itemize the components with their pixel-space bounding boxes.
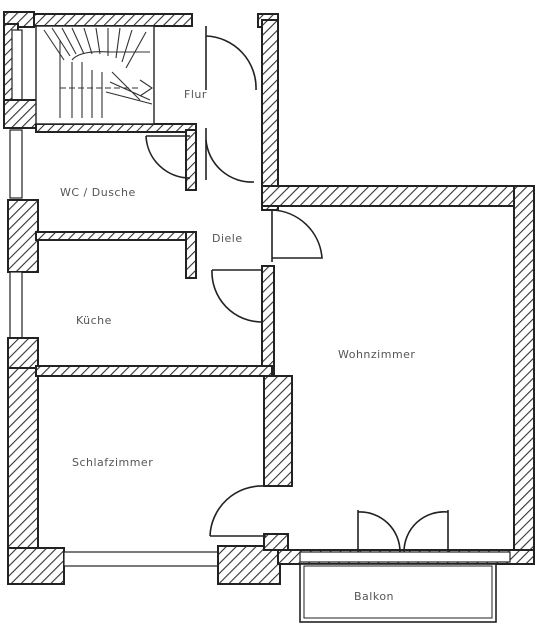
wall-wc-right <box>185 129 197 191</box>
door-entrance <box>205 26 257 91</box>
label-balkon: Balkon <box>354 590 394 603</box>
wall-kitchen-right <box>261 265 275 377</box>
window-wc <box>9 129 23 199</box>
door-living <box>271 209 323 262</box>
wall-left-low <box>7 337 39 371</box>
wall-top-stair <box>33 13 193 27</box>
label-kueche: Küche <box>76 314 112 327</box>
staircase <box>35 25 155 125</box>
label-wohnzimmer: Wohnzimmer <box>338 348 415 361</box>
balcony-outline <box>299 563 497 623</box>
wall-left-mid <box>7 199 39 273</box>
door-wc <box>145 135 191 179</box>
window-kitchen <box>9 271 23 339</box>
wall-living-right <box>513 185 535 563</box>
balcony-inner <box>303 565 493 619</box>
wall-bottom-left <box>7 547 65 585</box>
window-bedroom <box>63 551 219 567</box>
label-flur: Flur <box>184 88 207 101</box>
wall-living-top <box>261 185 533 207</box>
wall-bottom-mid <box>217 545 281 585</box>
wall-left-bedroom <box>7 367 39 565</box>
wall-living-left-low <box>263 533 289 551</box>
door-balcony-double <box>357 510 449 553</box>
wall-living-left <box>263 375 293 487</box>
wall-flur-right <box>261 19 279 211</box>
wall-kitchen-bottom <box>35 365 273 377</box>
wall-wc-bottom <box>35 231 193 241</box>
door-flur-diele <box>205 128 255 183</box>
door-kitchen <box>211 269 263 323</box>
label-schlafzimmer: Schlafzimmer <box>72 456 153 469</box>
wall-diele-left <box>185 231 197 279</box>
label-diele: Diele <box>212 232 243 245</box>
label-wc-dusche: WC / Dusche <box>60 186 136 199</box>
door-bedroom <box>209 485 266 537</box>
window-stair <box>11 29 23 101</box>
door-balcony-frame <box>299 551 511 563</box>
wall-stair-bottom <box>35 123 197 133</box>
